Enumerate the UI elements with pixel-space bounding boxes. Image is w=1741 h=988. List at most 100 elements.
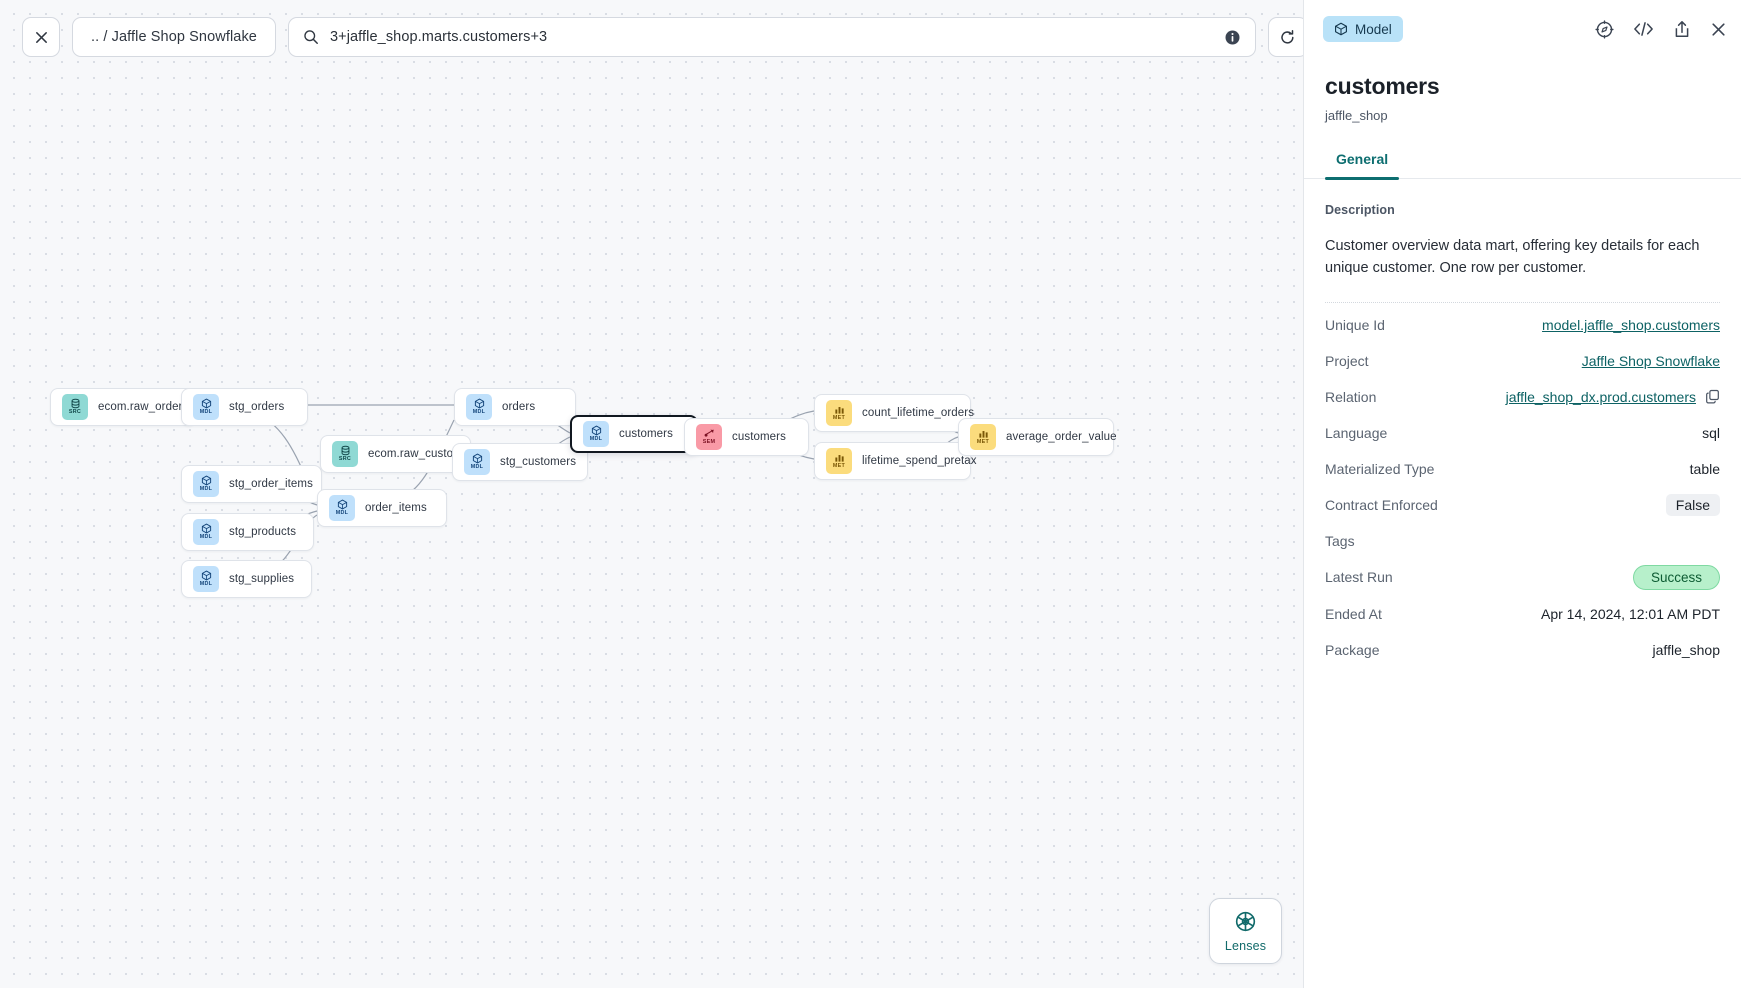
- row-key: Unique Id: [1325, 316, 1385, 333]
- page-subtitle: jaffle_shop: [1325, 108, 1388, 123]
- lineage-node-stg_order_items[interactable]: MDL stg_order_items: [181, 465, 322, 503]
- row-key: Ended At: [1325, 605, 1382, 622]
- share-icon[interactable]: [1673, 20, 1691, 39]
- description-label: Description: [1325, 203, 1395, 217]
- details-panel: Model: [1303, 0, 1741, 988]
- lineage-node-label: stg_orders: [229, 401, 285, 413]
- lineage-node-label: stg_order_items: [229, 478, 313, 490]
- lineage-node-label: stg_products: [229, 526, 297, 538]
- row-key: Relation: [1325, 388, 1377, 405]
- src-badge-icon: SRC: [332, 441, 358, 467]
- lineage-node-label: customers: [732, 431, 786, 443]
- mdl-badge-icon: MDL: [466, 394, 492, 420]
- lineage-node-label: count_lifetime_orders: [862, 407, 975, 419]
- copy-icon[interactable]: [1705, 389, 1720, 404]
- lineage-node-label: ecom.raw_customers: [368, 448, 480, 460]
- lineage-node-ecom_raw_orders[interactable]: SRC ecom.raw_orders: [50, 388, 196, 426]
- row-package: Package jaffle_shop: [1325, 632, 1720, 668]
- node-type-chip[interactable]: Model: [1323, 16, 1403, 42]
- status-badge: Success: [1632, 564, 1720, 590]
- mdl-badge-icon: MDL: [193, 519, 219, 545]
- ended-at-value: Apr 14, 2024, 12:01 AM PDT: [1541, 605, 1720, 622]
- row-ended-at: Ended At Apr 14, 2024, 12:01 AM PDT: [1325, 596, 1720, 632]
- cube-icon: [1335, 22, 1347, 36]
- lineage-node-customers_model[interactable]: MDL customers: [570, 415, 698, 453]
- panel-header-bar: Model: [1304, 0, 1741, 58]
- lineage-node-label: customers: [619, 428, 673, 440]
- row-key: Project: [1325, 352, 1369, 369]
- panel-title-block: customers jaffle_shop: [1304, 58, 1741, 123]
- lineage-node-label: ecom.raw_orders: [98, 401, 189, 413]
- lineage-node-count_lifetime_orders[interactable]: MET count_lifetime_orders: [814, 394, 975, 432]
- breadcrumb[interactable]: .. / Jaffle Shop Snowflake: [72, 17, 276, 57]
- row-latest-run: Latest Run Success: [1325, 559, 1720, 596]
- language-value: sql: [1702, 424, 1720, 441]
- relation-link[interactable]: jaffle_shop_dx.prod.customers: [1505, 388, 1696, 405]
- sem-badge-icon: SEM: [696, 424, 722, 450]
- contract-badge: False: [1665, 493, 1720, 516]
- compass-icon[interactable]: [1595, 19, 1614, 39]
- lineage-node-order_items[interactable]: MDL order_items: [317, 489, 447, 527]
- lineage-node-label: stg_customers: [500, 456, 577, 468]
- project-link[interactable]: Jaffle Shop Snowflake: [1581, 352, 1720, 369]
- lineage-node-ecom_raw_customers[interactable]: SRC ecom.raw_customers: [320, 435, 479, 473]
- package-value: jaffle_shop: [1652, 641, 1720, 658]
- row-language: Language sql: [1325, 415, 1720, 451]
- lineage-node-label: average_order_value: [1006, 431, 1117, 443]
- panel-tabs: General: [1304, 151, 1741, 180]
- divider: [1325, 301, 1720, 303]
- row-contract-enforced: Contract Enforced False: [1325, 487, 1720, 523]
- panel-content: Description Customer overview data mart,…: [1304, 179, 1741, 668]
- row-materialized-type: Materialized Type table: [1325, 451, 1720, 487]
- lineage-node-customers_sem[interactable]: SEM customers: [684, 418, 809, 456]
- lineage-node-label: stg_supplies: [229, 573, 295, 585]
- row-key: Contract Enforced: [1325, 496, 1438, 513]
- met-badge-icon: MET: [826, 400, 852, 426]
- close-icon[interactable]: [1710, 21, 1727, 38]
- lineage-node-stg_orders[interactable]: MDL stg_orders: [181, 388, 308, 426]
- row-key: Latest Run: [1325, 569, 1393, 586]
- lenses-label: Lenses: [1224, 938, 1267, 953]
- met-badge-icon: MET: [970, 424, 996, 450]
- code-icon[interactable]: [1633, 20, 1654, 38]
- row-key: Package: [1325, 641, 1380, 658]
- row-unique-id: Unique Id model.jaffle_shop.customers: [1325, 307, 1720, 343]
- lineage-node-stg_supplies[interactable]: MDL stg_supplies: [181, 560, 312, 598]
- lineage-node-stg_customers[interactable]: MDL stg_customers: [452, 443, 588, 481]
- mdl-badge-icon: MDL: [193, 471, 219, 497]
- mdl-badge-icon: MDL: [193, 394, 219, 420]
- close-graph-button[interactable]: [22, 17, 60, 57]
- row-relation: Relation jaffle_shop_dx.prod.customers: [1325, 379, 1720, 415]
- refresh-button[interactable]: [1267, 17, 1303, 57]
- lenses-button[interactable]: Lenses: [1209, 898, 1282, 964]
- mdl-badge-icon: MDL: [193, 566, 219, 592]
- mdl-badge-icon: MDL: [464, 449, 490, 475]
- mdl-badge-icon: MDL: [583, 421, 609, 447]
- info-icon[interactable]: [1224, 29, 1241, 46]
- search-input[interactable]: 3+jaffle_shop.marts.customers+3: [287, 17, 1256, 57]
- lineage-node-label: order_items: [365, 502, 427, 514]
- close-icon: [35, 31, 47, 43]
- lineage-node-stg_products[interactable]: MDL stg_products: [181, 513, 314, 551]
- canvas-toolbar: .. / Jaffle Shop Snowflake 3+jaffle_shop…: [22, 17, 1303, 57]
- panel-action-icons: [1595, 19, 1727, 39]
- lineage-node-average_order_value[interactable]: MET average_order_value: [958, 418, 1117, 456]
- materialized-value: table: [1689, 460, 1720, 477]
- refresh-icon: [1281, 29, 1295, 44]
- row-key: Tags: [1325, 532, 1355, 549]
- unique-id-link[interactable]: model.jaffle_shop.customers: [1542, 316, 1720, 333]
- row-key: Language: [1325, 424, 1388, 441]
- search-query-text: 3+jaffle_shop.marts.customers+3: [329, 29, 548, 45]
- lineage-node-label: orders: [502, 401, 536, 413]
- row-project: Project Jaffle Shop Snowflake: [1325, 343, 1720, 379]
- src-badge-icon: SRC: [62, 394, 88, 420]
- mdl-badge-icon: MDL: [329, 495, 355, 521]
- tab-general[interactable]: General: [1325, 151, 1400, 180]
- lineage-canvas[interactable]: .. / Jaffle Shop Snowflake 3+jaffle_shop…: [0, 0, 1303, 988]
- node-type-label: Model: [1355, 21, 1392, 37]
- lineage-node-orders[interactable]: MDL orders: [454, 388, 576, 426]
- description-text: Customer overview data mart, offering ke…: [1325, 238, 1700, 277]
- met-badge-icon: MET: [826, 448, 852, 474]
